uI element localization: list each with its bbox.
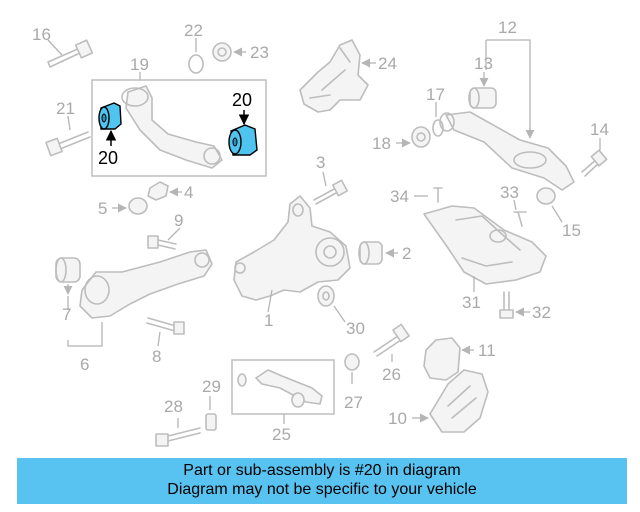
part-2-bushing — [358, 241, 398, 265]
callout-2: 2 — [402, 244, 411, 263]
part-27-nut — [344, 353, 360, 384]
callout-23: 23 — [250, 43, 269, 62]
part-8-bolt — [146, 317, 185, 347]
callout-17: 17 — [426, 85, 445, 104]
part-20-bushing-right[interactable] — [228, 124, 258, 156]
part-1-knuckle — [233, 195, 351, 313]
callout-20-left[interactable]: 20 — [98, 148, 118, 168]
callout-27: 27 — [344, 393, 363, 412]
info-banner: Part or sub-assembly is #20 in diagram D… — [17, 458, 627, 504]
callout-19: 19 — [130, 55, 149, 74]
callout-12: 12 — [498, 18, 517, 37]
callout-26: 26 — [382, 365, 401, 384]
callout-15: 15 — [562, 221, 581, 240]
part-24-bracket — [299, 39, 376, 113]
callout-21: 21 — [56, 99, 75, 118]
callout-4: 4 — [184, 183, 193, 202]
part-23-nut — [212, 42, 246, 62]
parts-diagram: 16 22 23 24 12 13 19 21 17 14 18 3 4 5 3… — [32, 18, 609, 447]
callout-31: 31 — [462, 293, 481, 312]
banner-line-2: Diagram may not be specific to your vehi… — [167, 481, 477, 498]
callout-29: 29 — [202, 377, 221, 396]
callout-18: 18 — [372, 134, 391, 153]
callout-11: 11 — [478, 341, 496, 360]
part-4-nut-plate — [147, 181, 182, 201]
group-19-assembly — [91, 72, 267, 177]
part-20-bushing-left[interactable] — [98, 102, 122, 130]
part-28-bolt — [155, 418, 201, 447]
part-16-bolt — [47, 39, 94, 68]
banner-line-1: Part or sub-assembly is #20 in diagram — [183, 462, 461, 479]
part-5-nut — [112, 197, 148, 215]
part-31-spring-link — [423, 205, 547, 292]
callout-6: 6 — [80, 355, 89, 374]
part-21-bolt — [45, 115, 91, 157]
part-7-bushing — [55, 257, 81, 283]
part-13-bushing — [468, 72, 497, 109]
callout-9: 9 — [174, 211, 183, 230]
callout-22: 22 — [184, 21, 203, 40]
callout-20-right[interactable]: 20 — [232, 90, 252, 110]
callout-14: 14 — [590, 120, 609, 139]
part-3-bolt — [313, 171, 349, 205]
callout-16: 16 — [32, 25, 51, 44]
callout-3: 3 — [316, 153, 325, 172]
callout-28: 28 — [164, 397, 183, 416]
part-32-bolt — [499, 291, 530, 319]
callout-33: 33 — [500, 183, 519, 202]
part-10-cover — [412, 369, 489, 433]
part-30-bushing — [317, 285, 346, 323]
part-22-plug — [188, 38, 204, 74]
part-34-clip — [414, 187, 443, 203]
part-33-stud — [513, 199, 527, 227]
part-11-bump-stop — [423, 337, 474, 381]
callout-1: 1 — [264, 311, 273, 330]
callout-24: 24 — [378, 54, 397, 73]
part-17-washer — [432, 102, 444, 137]
part-15-nut — [536, 187, 563, 223]
callout-10: 10 — [388, 409, 407, 428]
callout-32: 32 — [532, 303, 551, 322]
part-14-bolt — [581, 138, 608, 177]
callout-13: 13 — [474, 54, 493, 73]
part-12-upper-arm — [439, 39, 575, 191]
part-6-lower-arm — [79, 249, 213, 319]
callout-34: 34 — [390, 187, 409, 206]
part-9-bolt — [147, 227, 181, 250]
part-29-plate — [205, 396, 217, 431]
callout-7: 7 — [62, 305, 71, 324]
part-18-nut — [396, 126, 431, 148]
part-26-bolt — [373, 323, 410, 362]
callout-5: 5 — [98, 199, 107, 218]
callout-30: 30 — [346, 319, 365, 338]
group-25-assembly — [231, 359, 335, 424]
callout-25: 25 — [272, 425, 291, 444]
callout-8: 8 — [152, 347, 161, 366]
